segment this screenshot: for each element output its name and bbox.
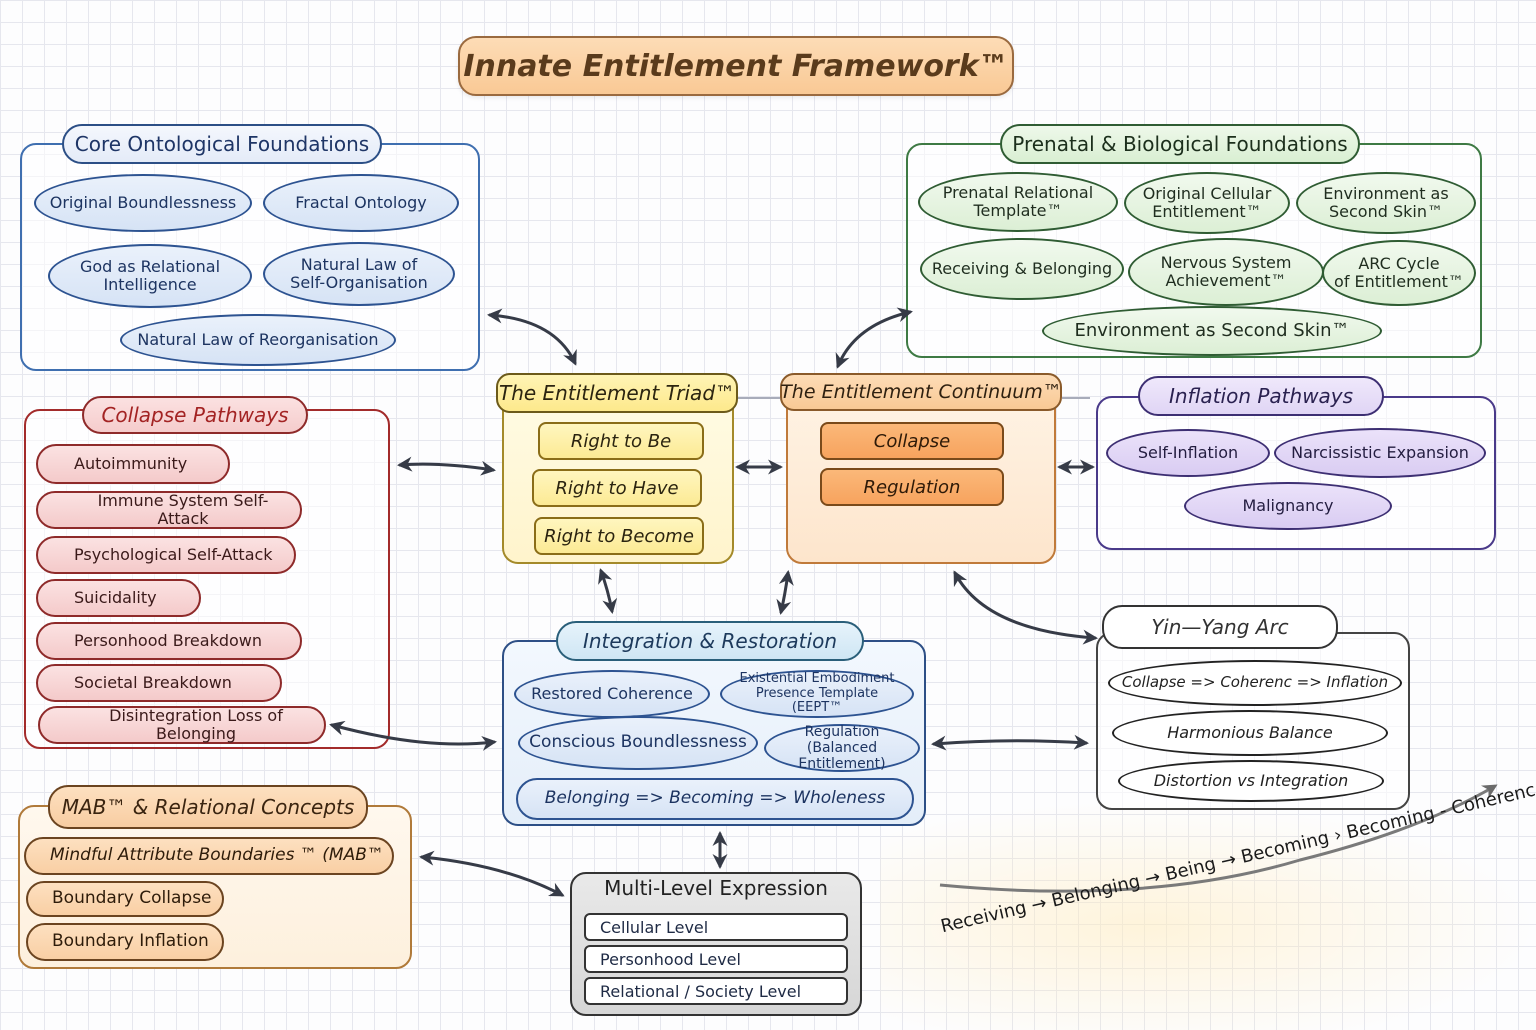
node-nervous-system-achievement[interactable]: Nervous System Achievement™ — [1128, 238, 1324, 306]
node-regulation[interactable]: Regulation — [820, 468, 1004, 506]
node-immune-self-attack[interactable]: Immune System Self-Attack — [36, 491, 302, 529]
node-autoimmunity[interactable]: Autoimmunity — [36, 444, 230, 484]
arrow-mab-multilevel — [419, 850, 565, 897]
node-right-to-become[interactable]: Right to Become — [534, 517, 704, 555]
header-entitlement-continuum[interactable]: The Entitlement Continuum™ — [780, 373, 1062, 411]
node-cellular-level[interactable]: Cellular Level — [584, 913, 848, 941]
node-relational-society-level[interactable]: Relational / Society Level — [584, 977, 848, 1005]
node-personhood-breakdown[interactable]: Personhood Breakdown — [36, 622, 302, 660]
node-restored-coherence[interactable]: Restored Coherence — [514, 670, 710, 718]
node-malignancy[interactable]: Malignancy — [1184, 482, 1392, 530]
arrow-continuum-integration — [776, 570, 794, 615]
node-original-boundlessness[interactable]: Original Boundlessness — [34, 174, 252, 232]
node-god-relational-intelligence[interactable]: God as Relational Intelligence — [48, 244, 252, 308]
node-original-cellular-entitlement[interactable]: Original Cellular Entitlement™ — [1124, 172, 1290, 234]
node-suicidality[interactable]: Suicidality — [36, 579, 201, 617]
node-belonging-becoming-wholeness[interactable]: Belonging => Becoming => Wholeness — [516, 778, 914, 820]
node-right-to-have[interactable]: Right to Have — [532, 469, 702, 507]
node-societal-breakdown[interactable]: Societal Breakdown — [36, 664, 282, 702]
arrow-integration-yinyang — [931, 734, 1089, 751]
header-inflation-pathways[interactable]: Inflation Pathways — [1138, 376, 1384, 416]
node-right-to-be[interactable]: Right to Be — [538, 422, 704, 460]
arrow-core-triad — [487, 308, 577, 366]
header-entitlement-triad[interactable]: The Entitlement Triad™ — [496, 373, 738, 413]
node-environment-second-skin-b[interactable]: Environment as Second Skin™ — [1042, 306, 1382, 356]
node-fractal-ontology[interactable]: Fractal Ontology — [263, 174, 459, 232]
header-collapse-pathways[interactable]: Collapse Pathways — [82, 396, 308, 434]
arrow-collapse-triad — [397, 456, 496, 476]
node-environment-second-skin-a[interactable]: Environment as Second Skin™ — [1296, 172, 1476, 234]
node-natural-law-self-organisation[interactable]: Natural Law of Self-Organisation — [263, 242, 455, 306]
node-boundary-inflation[interactable]: Boundary Inflation — [26, 923, 224, 961]
node-self-inflation[interactable]: Self-Inflation — [1106, 429, 1270, 477]
node-conscious-boundlessness[interactable]: Conscious Boundlessness — [518, 716, 758, 770]
node-boundary-collapse[interactable]: Boundary Collapse — [26, 881, 224, 917]
node-collapse-coherence-inflation[interactable]: Collapse => Coherenc => Inflation — [1108, 660, 1402, 706]
node-psychological-self-attack[interactable]: Psychological Self-Attack — [36, 536, 296, 574]
node-regulation-balanced[interactable]: Regulation (Balanced Entitlement) — [764, 724, 920, 772]
node-collapse[interactable]: Collapse — [820, 422, 1004, 460]
header-multi-level-expression: Multi-Level Expression — [604, 876, 828, 900]
node-distortion-vs-integration[interactable]: Distortion vs Integration — [1118, 760, 1384, 802]
node-receiving-belonging[interactable]: Receiving & Belonging — [920, 238, 1124, 300]
header-integration-restoration[interactable]: Integration & Restoration — [556, 621, 864, 661]
node-disintegration-loss-belonging[interactable]: Disintegration Loss of Belonging — [38, 706, 326, 744]
arrow-prenatal-continuum — [835, 307, 913, 369]
header-core-ontological[interactable]: Core Ontological Foundations — [62, 124, 382, 164]
node-harmonious-balance[interactable]: Harmonious Balance — [1112, 710, 1388, 756]
node-prenatal-relational-template[interactable]: Prenatal Relational Template™ — [918, 172, 1118, 232]
node-personhood-level[interactable]: Personhood Level — [584, 945, 848, 973]
node-narcissistic-expansion[interactable]: Narcissistic Expansion — [1274, 428, 1486, 478]
node-eept[interactable]: Existential Embodiment Presence Template… — [720, 670, 914, 718]
arrow-triad-integration — [598, 568, 618, 614]
header-mab-relational[interactable]: MAB™ & Relational Concepts — [48, 785, 368, 829]
header-prenatal-biological[interactable]: Prenatal & Biological Foundations — [1000, 124, 1360, 164]
header-yin-yang-arc[interactable]: Yin—Yang Arc — [1102, 605, 1338, 649]
node-mindful-attribute-boundaries[interactable]: Mindful Attribute Boundaries ™ (MAB™ — [24, 837, 394, 875]
node-natural-law-reorganisation[interactable]: Natural Law of Reorganisation — [120, 314, 396, 366]
arrow-continuum-yinyang — [953, 570, 1098, 645]
diagram-title: Innate Entitlement Framework™ — [458, 36, 1014, 96]
node-arc-cycle-entitlement[interactable]: ARC Cycle of Entitlement™ — [1322, 240, 1476, 306]
